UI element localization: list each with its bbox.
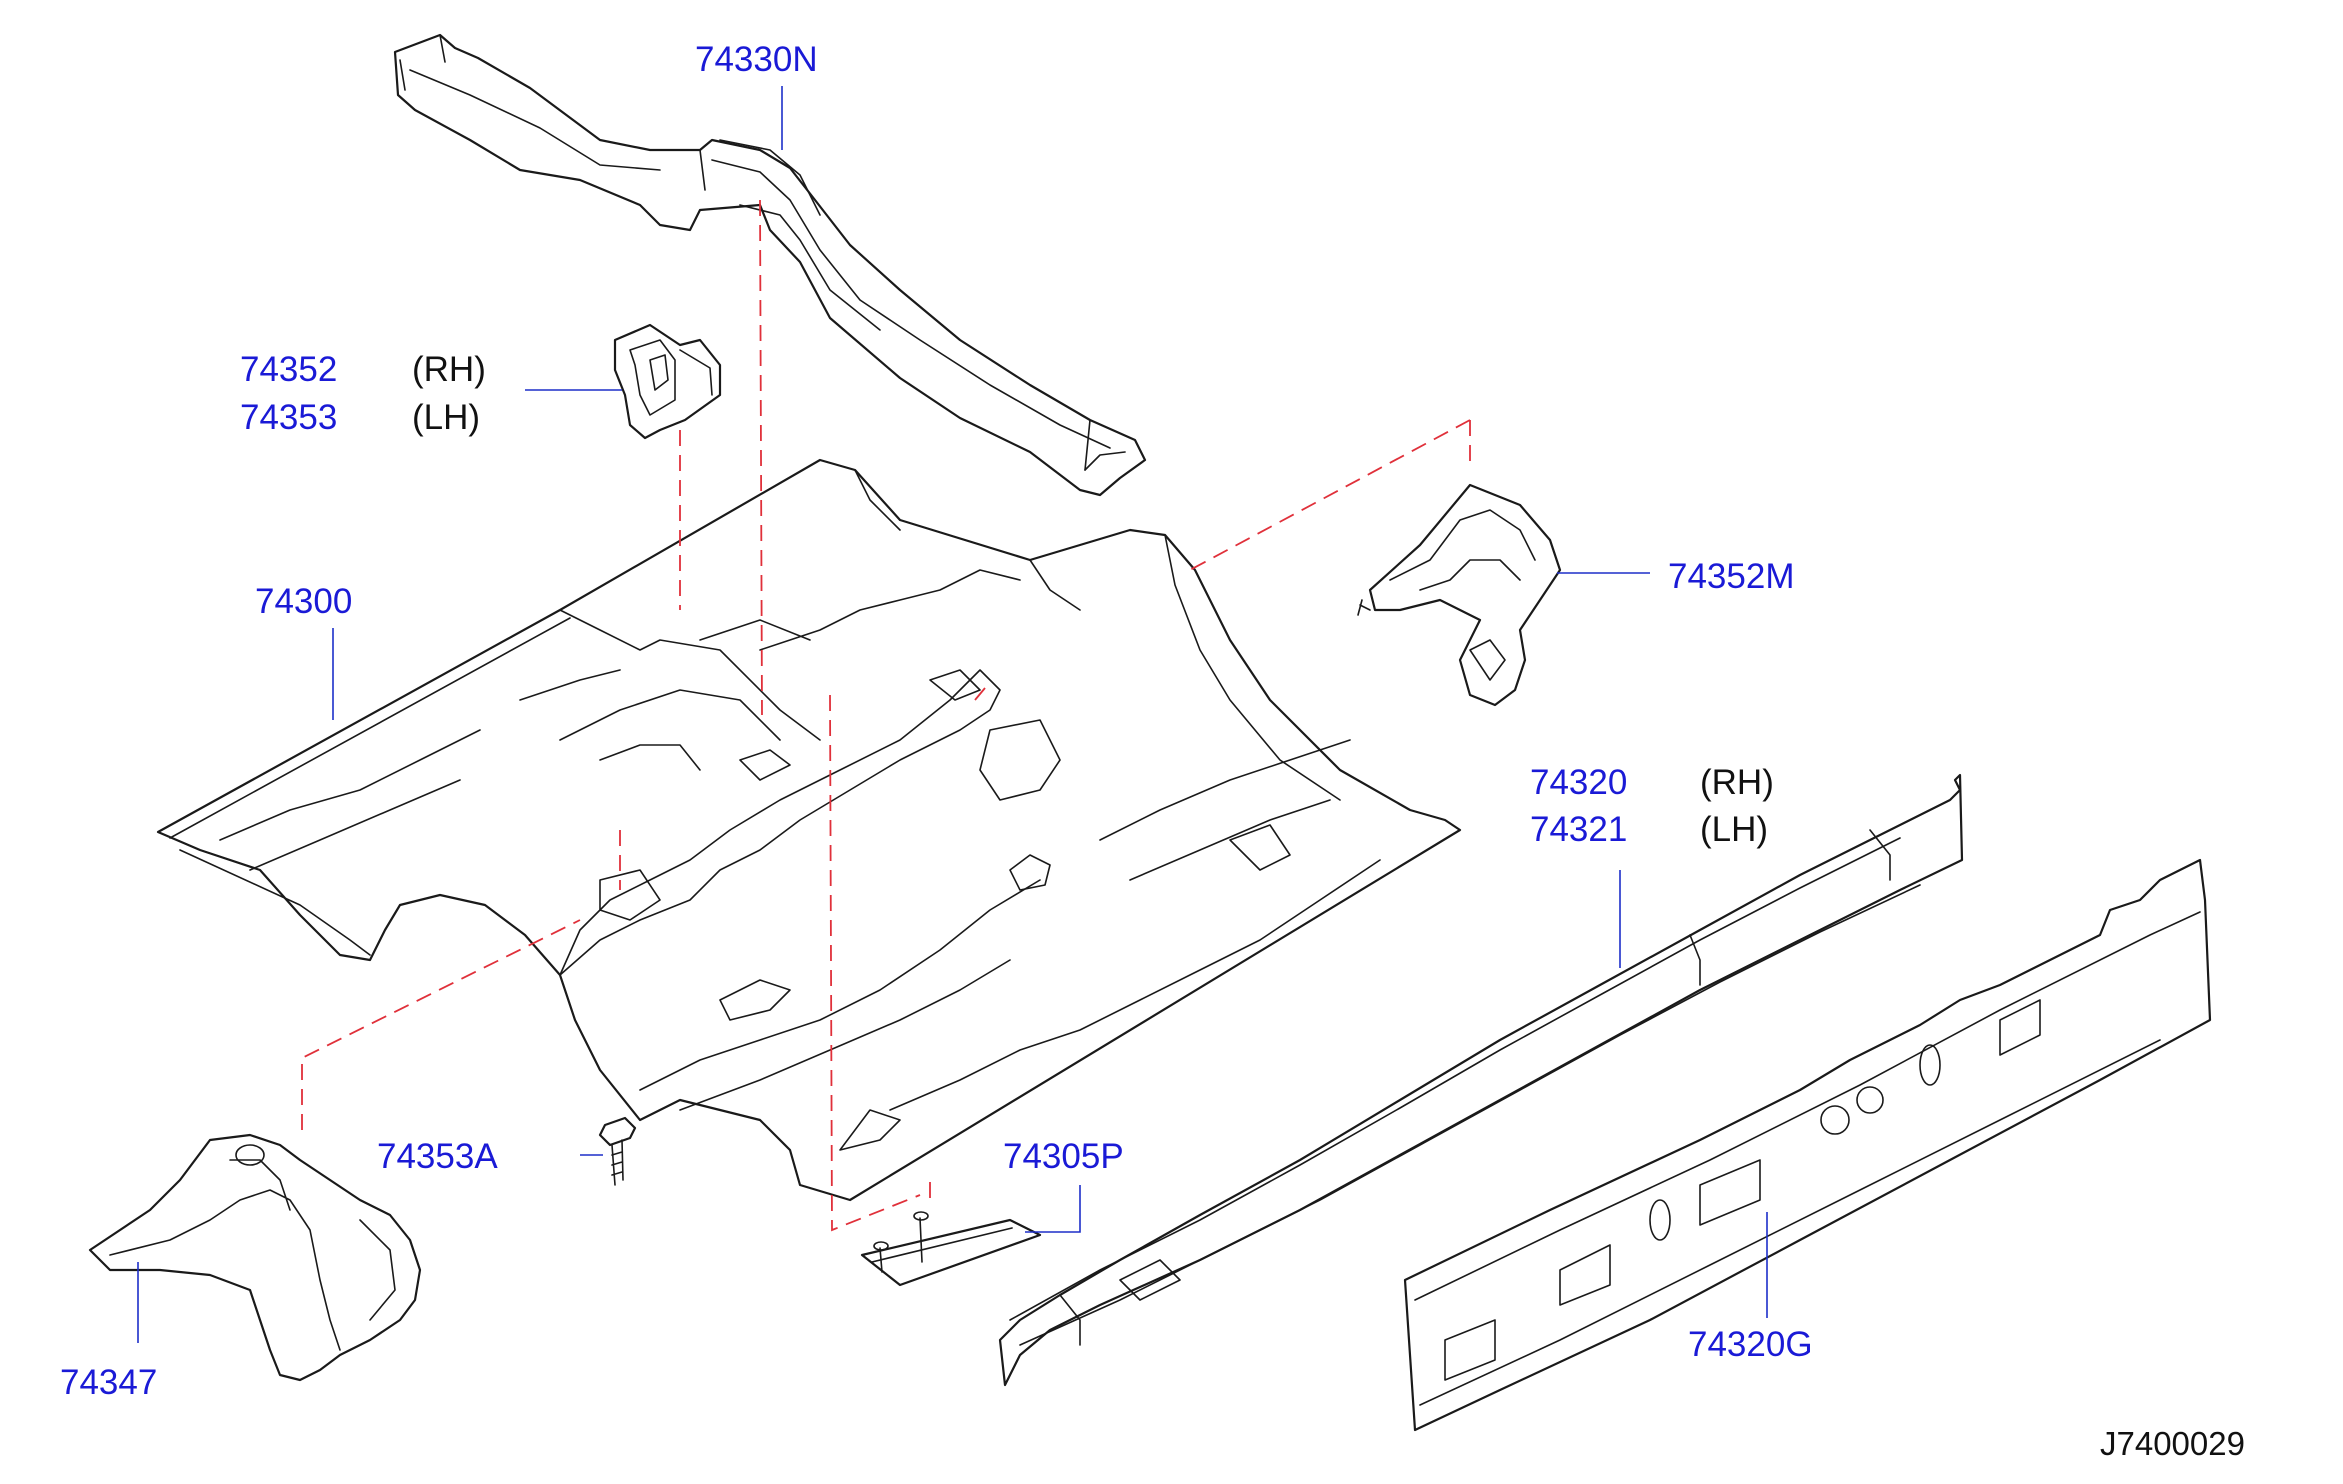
- callout-74330n[interactable]: 74330N: [695, 40, 818, 79]
- guide-line-74330n: [759, 199, 763, 716]
- callout-74347[interactable]: 74347: [60, 1363, 158, 1402]
- part-74353a-clip[interactable]: [598, 1116, 637, 1186]
- part-74347-bracket[interactable]: [88, 1133, 422, 1382]
- callout-74352[interactable]: 74352: [240, 350, 338, 389]
- part-74320g-panel[interactable]: [1403, 858, 2212, 1432]
- part-74320-sill[interactable]: [998, 773, 1964, 1387]
- part-74300-floor[interactable]: [156, 458, 1462, 1202]
- callout-74320[interactable]: 74320: [1530, 763, 1628, 802]
- guide-line-74305p: [829, 694, 931, 1232]
- part-74305p-plate[interactable]: [860, 1211, 1042, 1287]
- guide-line-74347: [301, 830, 621, 1130]
- part-74330n-member[interactable]: [393, 33, 1147, 497]
- callout-74353[interactable]: 74353: [240, 398, 338, 437]
- callout-74300[interactable]: 74300: [255, 582, 353, 621]
- callout-74352m[interactable]: 74352M: [1668, 557, 1795, 596]
- callout-74321-side: (LH): [1700, 810, 1769, 849]
- leader-line-74305p: [1025, 1185, 1081, 1233]
- callout-74320g[interactable]: 74320G: [1688, 1325, 1813, 1364]
- guide-line-74352m: [974, 419, 1471, 701]
- callout-74353-side: (LH): [412, 398, 481, 437]
- callout-74352-side: (RH): [412, 350, 486, 389]
- part-74352-bracket[interactable]: [613, 323, 722, 440]
- diagram-code: J7400029: [2100, 1425, 2245, 1462]
- callout-74305p[interactable]: 74305P: [1003, 1137, 1124, 1176]
- part-74352m-bracket[interactable]: [1357, 483, 1562, 707]
- callout-74320-side: (RH): [1700, 763, 1774, 802]
- callout-74353a[interactable]: 74353A: [377, 1137, 498, 1176]
- callout-74321[interactable]: 74321: [1530, 810, 1628, 849]
